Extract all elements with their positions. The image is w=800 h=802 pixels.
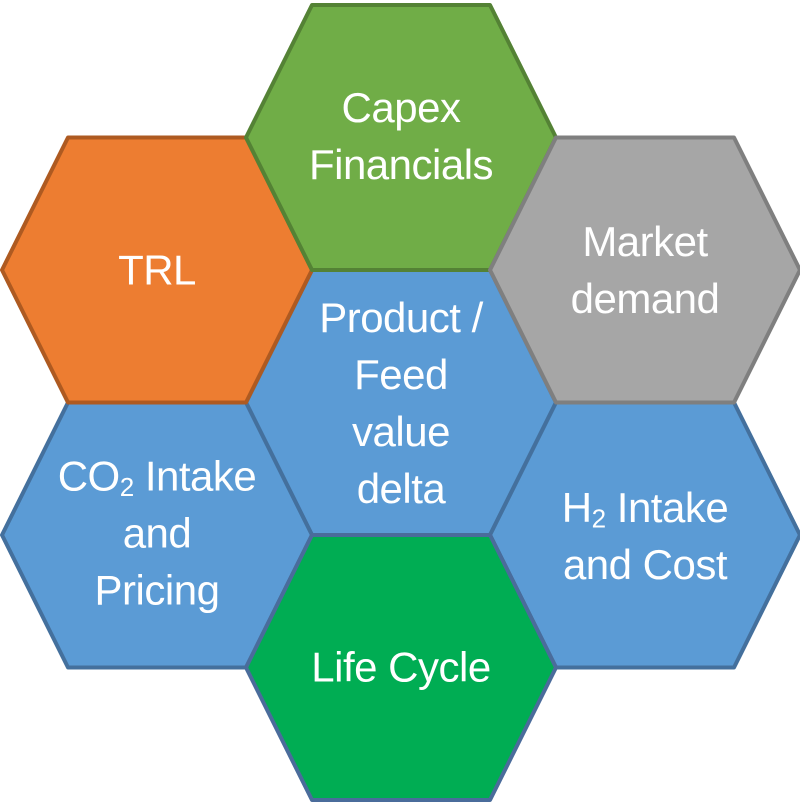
hexagon-market-demand xyxy=(488,135,800,405)
hexagon-life-cycle xyxy=(244,533,558,802)
